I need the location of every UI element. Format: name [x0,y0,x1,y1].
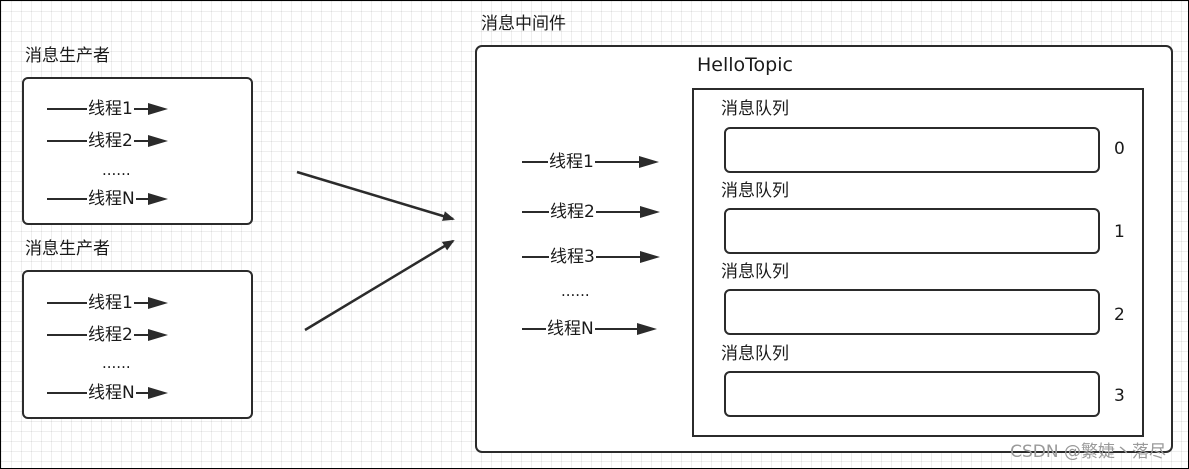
thread-label: 线程1 [88,293,133,313]
producer-2-ellipsis: ...... [102,354,131,372]
thread-label: 线程2 [88,131,133,151]
producer-1-box: 线程1 线程2 ...... 线程N [22,77,253,225]
producer-2-thread-n-arrow: 线程N [47,383,168,403]
thread-label: 线程2 [550,202,595,222]
middleware-ellipsis: ...... [561,282,590,300]
producer-2-title: 消息生产者 [25,239,110,259]
queue-2-label: 消息队列 [721,262,789,282]
thread-label: 线程N [88,189,135,209]
watermark: CSDN @繁婕丶落尽 [1010,442,1166,462]
middleware-thread-1-arrow: 线程1 [522,152,659,172]
producer-1-thread-2-arrow: 线程2 [47,131,168,151]
producer-2-thread-2-arrow: 线程2 [47,325,168,345]
producer-1-title: 消息生产者 [25,46,110,66]
queue-1-index: 1 [1114,222,1125,242]
queue-1-box [724,208,1100,254]
queue-3-label: 消息队列 [721,344,789,364]
producer-2-box: 线程1 线程2 ...... 线程N [22,270,253,419]
producer-1-thread-n-arrow: 线程N [47,189,168,209]
producer-2-to-middleware-arrow [304,239,455,332]
queue-3-box [724,371,1100,417]
queue-2-box [724,289,1100,335]
producer-1-thread-1-arrow: 线程1 [47,99,168,119]
topic-title: HelloTopic [697,54,793,76]
thread-label: 线程N [88,383,135,403]
queue-2-index: 2 [1114,305,1125,325]
arrow-head-icon [147,135,168,147]
arrow-head-icon [147,329,168,341]
producer-1-ellipsis: ...... [102,161,131,179]
thread-label: 线程2 [88,325,133,345]
arrow-head-icon [636,323,657,335]
queue-0-index: 0 [1114,139,1125,159]
queue-0-box [724,127,1100,173]
arrow-head-icon [147,103,168,115]
thread-label: 线程1 [549,152,594,172]
queue-3-index: 3 [1114,386,1125,406]
queue-1-label: 消息队列 [721,181,789,201]
arrow-head-icon [147,387,168,399]
thread-label: 线程N [547,319,594,339]
arrow-head-icon [147,193,168,205]
middleware-title: 消息中间件 [481,14,566,34]
arrow-head-icon [147,297,168,309]
arrow-head-icon [639,206,660,218]
arrow-head-icon [638,156,659,168]
middleware-thread-n-arrow: 线程N [522,319,657,339]
middleware-box: HelloTopic 线程1 线程2 线程3 ...... 线程N 消息队列 0… [475,45,1173,453]
middleware-thread-3-arrow: 线程3 [522,247,660,267]
thread-label: 线程3 [550,247,595,267]
arrow-head-icon [639,251,660,263]
producer-1-to-middleware-arrow [296,170,455,221]
thread-label: 线程1 [88,99,133,119]
queue-0-label: 消息队列 [721,99,789,119]
middleware-thread-2-arrow: 线程2 [522,202,660,222]
queue-container: 消息队列 0 消息队列 1 消息队列 2 消息队列 3 [692,88,1144,437]
producer-2-thread-1-arrow: 线程1 [47,293,168,313]
